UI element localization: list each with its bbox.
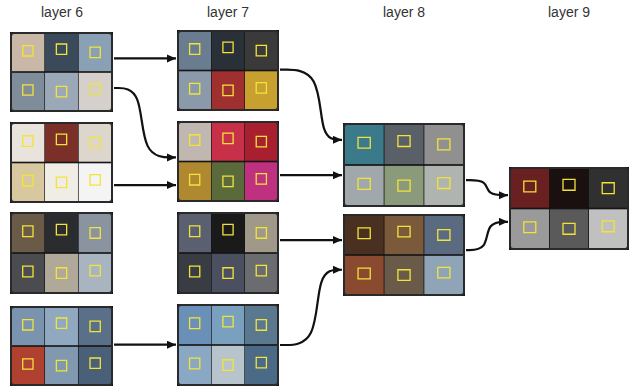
layer-heading: layer 7	[207, 4, 249, 20]
photo-grid	[177, 212, 279, 294]
photo-grid	[10, 212, 113, 294]
arrow-connector	[280, 239, 342, 241]
arrow-connector	[280, 174, 342, 176]
arrow-connector	[114, 57, 176, 59]
arrow-connector	[114, 184, 176, 186]
arrow-connector	[466, 180, 508, 195]
photo-grid	[177, 121, 279, 202]
image-grid-box	[10, 212, 113, 294]
layer-heading: layer 8	[383, 4, 425, 20]
image-grid-box	[177, 121, 279, 202]
layer-heading: layer 6	[41, 4, 83, 20]
image-grid-box	[177, 304, 279, 386]
photo-grid	[177, 304, 279, 386]
photo-grid	[343, 123, 465, 207]
photo-grid	[343, 214, 465, 296]
arrow-connector	[466, 222, 508, 250]
photo-grid	[509, 167, 629, 250]
arrow-connector	[280, 70, 342, 140]
arrow-connector	[114, 344, 176, 346]
image-grid-box	[10, 122, 113, 203]
photo-grid	[10, 122, 113, 203]
image-grid-box	[509, 167, 629, 250]
layer-heading: layer 9	[548, 4, 590, 20]
image-grid-box	[10, 306, 113, 386]
image-grid-box	[343, 123, 465, 207]
photo-grid	[10, 32, 113, 112]
arrow-connector	[280, 270, 342, 345]
photo-grid	[177, 30, 279, 111]
photo-grid	[10, 306, 113, 386]
image-grid-box	[177, 30, 279, 111]
image-grid-box	[177, 212, 279, 294]
image-grid-box	[343, 214, 465, 296]
image-grid-box	[10, 32, 113, 112]
arrow-connector	[114, 88, 176, 157]
